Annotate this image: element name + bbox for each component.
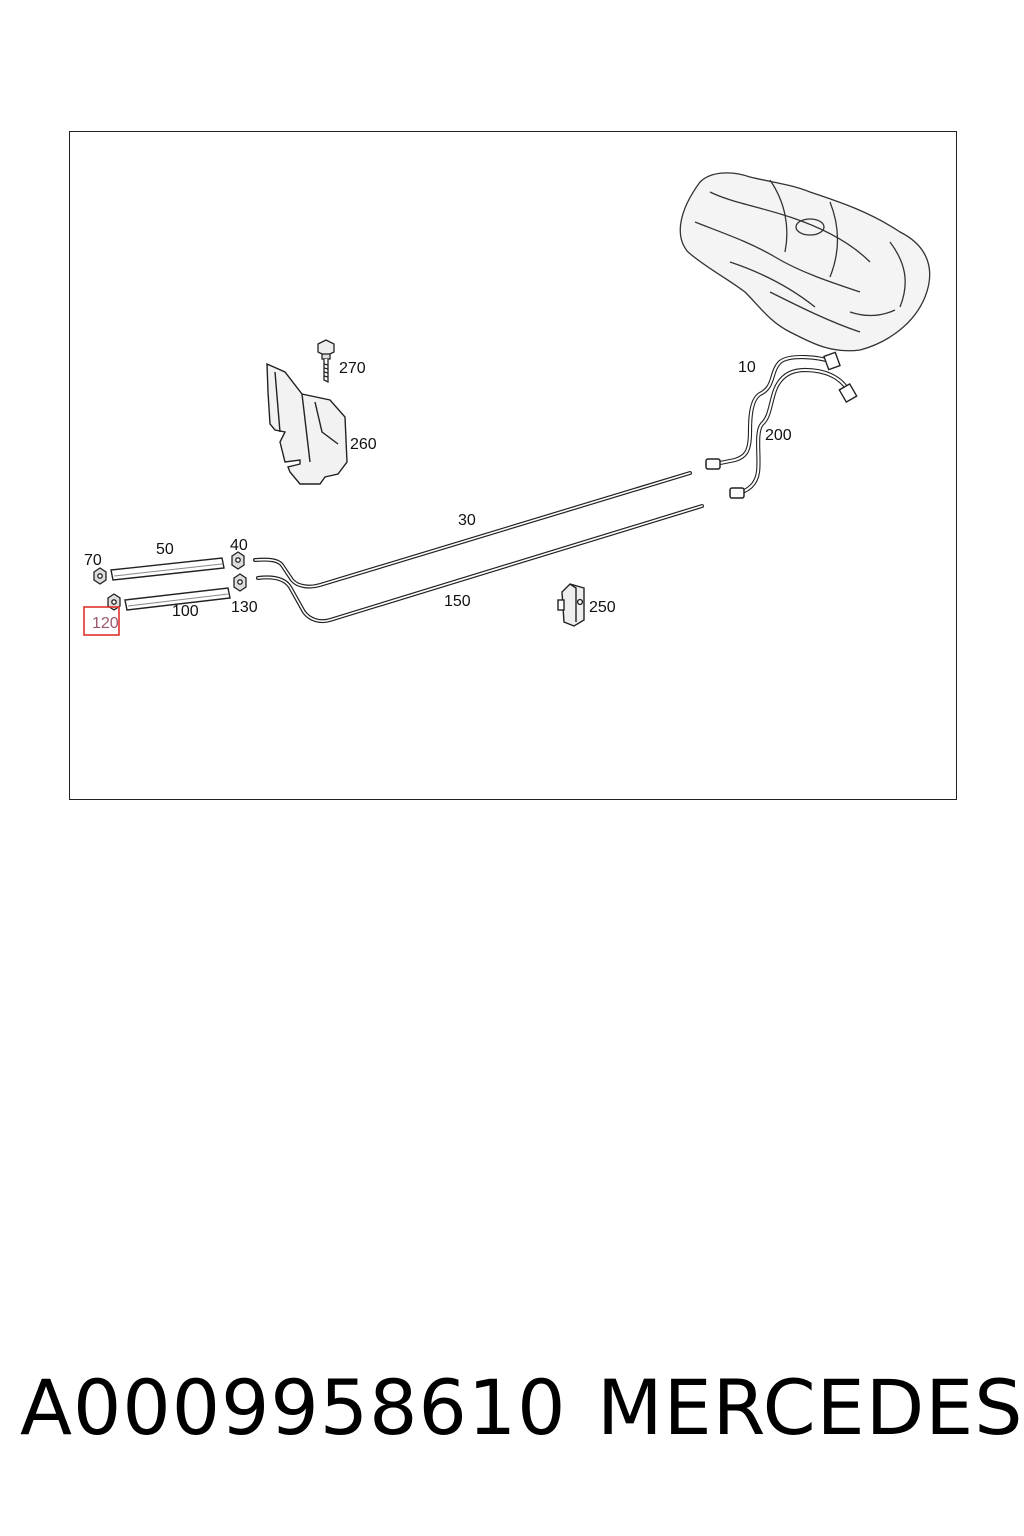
callout-130: 130	[231, 599, 258, 616]
callout-50: 50	[156, 541, 174, 558]
callout-40: 40	[230, 537, 248, 554]
callout-200: 200	[765, 427, 792, 444]
nut-40	[231, 551, 245, 570]
callout-250: 250	[589, 599, 616, 616]
callout-100: 100	[172, 603, 199, 620]
bolt-270	[317, 339, 335, 384]
hose-100	[124, 587, 231, 611]
callout-70: 70	[84, 552, 102, 569]
fuel-line-150	[256, 504, 704, 624]
connector-10	[705, 458, 721, 470]
highlight-box-120	[83, 606, 120, 636]
parts-diagram-frame: 10 30 40 50 70 100 130 150 200 250 260 2…	[69, 131, 957, 800]
brand-name: MERCEDES	[597, 1363, 1024, 1452]
clip-250	[557, 583, 585, 627]
nut-120	[107, 593, 121, 611]
callout-10: 10	[738, 359, 756, 376]
callout-260: 260	[350, 436, 377, 453]
connector-200	[729, 487, 745, 499]
hose-50	[110, 557, 225, 581]
nut-130	[233, 573, 247, 592]
callout-30: 30	[458, 512, 476, 529]
part-number: A0009958610	[20, 1363, 567, 1452]
nut-70	[93, 567, 107, 585]
footer: A0009958610 MERCEDES	[0, 1370, 1024, 1480]
callout-270: 270	[339, 360, 366, 377]
fuel-tank-drawing	[679, 172, 931, 352]
parts-diagram: 10 30 40 50 70 100 130 150 200 250 260 2…	[83, 172, 931, 636]
bracket-260	[266, 362, 348, 485]
callout-120: 120	[92, 615, 119, 632]
callout-150: 150	[444, 593, 471, 610]
